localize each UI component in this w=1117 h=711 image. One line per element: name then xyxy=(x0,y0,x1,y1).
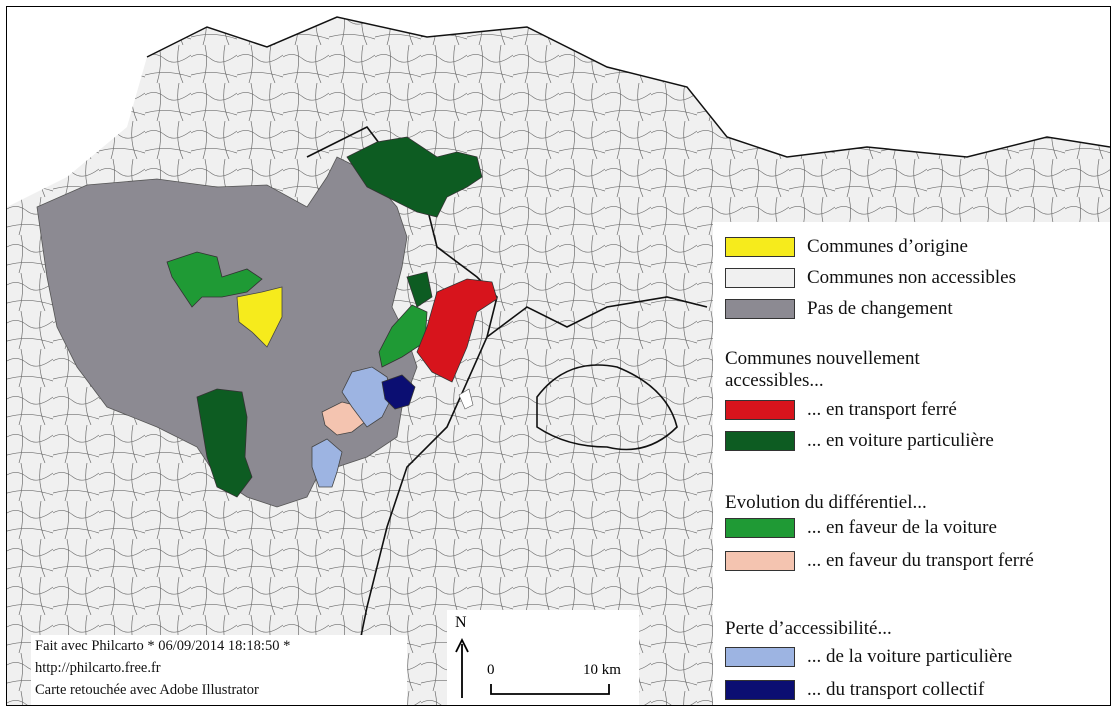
area-diff-car-east xyxy=(378,304,428,368)
area-loss-car-south xyxy=(311,438,343,488)
legend-swatch xyxy=(725,551,795,571)
area-new-car-east xyxy=(406,271,433,308)
scale-bar xyxy=(490,684,610,695)
legend-item-not-accessible: Communes non accessibles xyxy=(725,265,1016,291)
legend-swatch xyxy=(725,237,795,257)
legend-item-no-change: Pas de changement xyxy=(725,296,953,322)
legend-swatch xyxy=(725,647,795,667)
map-legend: Communes d’origine Communes non accessib… xyxy=(713,222,1110,705)
legend-heading-new: Communes nouvellement accessibles... xyxy=(725,348,920,391)
area-new-car-north xyxy=(346,136,483,218)
map-frame: Communes d’origine Communes non accessib… xyxy=(6,6,1111,706)
legend-swatch xyxy=(725,299,795,319)
area-origin xyxy=(236,286,283,348)
scale-box: N 0 10 km xyxy=(447,610,639,705)
legend-swatch xyxy=(725,518,795,538)
legend-item-diff-rail: ... en faveur du transport ferré xyxy=(725,548,1034,574)
legend-item-origin: Communes d’origine xyxy=(725,234,968,260)
north-arrow-icon xyxy=(455,637,469,698)
scale-end-label: 10 km xyxy=(583,662,621,678)
legend-item-diff-car: ... en faveur de la voiture xyxy=(725,515,997,541)
credits-line: http://philcarto.free.fr xyxy=(35,660,161,676)
area-diff-car-west xyxy=(166,251,263,308)
department-boundary-east xyxy=(486,296,708,338)
area-new-rail xyxy=(416,278,498,383)
legend-heading-loss: Perte d’accessibilité... xyxy=(725,618,892,639)
region-outline xyxy=(146,16,1110,158)
legend-item-new-car: ... en voiture particulière xyxy=(725,428,994,454)
legend-heading-diff: Evolution du différentiel... xyxy=(725,492,927,513)
north-label: N xyxy=(455,614,467,631)
legend-item-loss-transit: ... du transport collectif xyxy=(725,677,984,703)
area-loss-transit xyxy=(381,374,416,410)
legend-swatch xyxy=(725,680,795,700)
legend-swatch xyxy=(725,400,795,420)
paris-boundary xyxy=(536,364,678,451)
map-credits: Fait avec Philcarto * 06/09/2014 18:18:5… xyxy=(31,635,407,705)
legend-item-loss-car: ... de la voiture particulière xyxy=(725,644,1012,670)
scale-start-label: 0 xyxy=(487,662,495,678)
area-enclave xyxy=(458,388,474,410)
legend-swatch xyxy=(725,431,795,451)
legend-swatch xyxy=(725,268,795,288)
credits-line: Carte retouchée avec Adobe Illustrator xyxy=(35,682,259,698)
credits-line: Fait avec Philcarto * 06/09/2014 18:18:5… xyxy=(35,638,291,654)
legend-item-new-rail: ... en transport ferré xyxy=(725,397,957,423)
area-new-car-south xyxy=(196,388,253,498)
